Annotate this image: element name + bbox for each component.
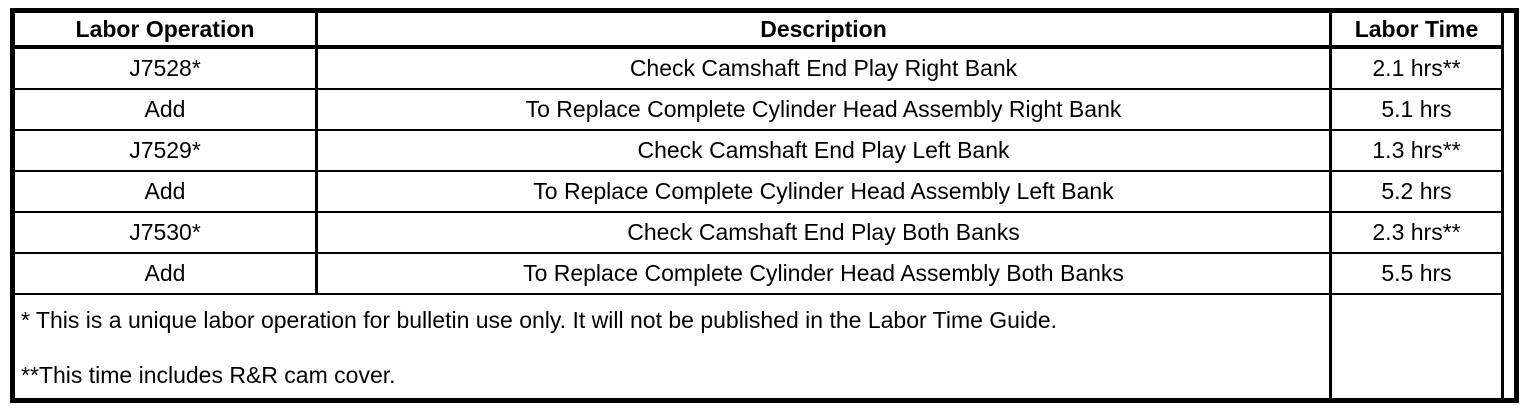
- cell-description: To Replace Complete Cylinder Head Assemb…: [318, 172, 1332, 213]
- cell-labor-time: 5.5 hrs: [1332, 254, 1504, 295]
- footnote-labor-time-empty-cell: [1332, 295, 1504, 398]
- cell-description: To Replace Complete Cylinder Head Assemb…: [318, 254, 1332, 295]
- cell-labor-time: 1.3 hrs**: [1332, 131, 1504, 172]
- cell-labor-time: 2.1 hrs**: [1332, 49, 1504, 90]
- right-gutter: [1504, 131, 1514, 172]
- cell-labor-operation: J7528*: [15, 49, 318, 90]
- col-header-labor-operation: Labor Operation: [15, 13, 318, 49]
- footnote-rr-cam-cover: **This time includes R&R cam cover.: [21, 362, 396, 388]
- cell-labor-time: 2.3 hrs**: [1332, 213, 1504, 254]
- cell-labor-operation: Add: [15, 254, 318, 295]
- right-gutter: [1504, 213, 1514, 254]
- cell-labor-operation: J7530*: [15, 213, 318, 254]
- col-header-labor-time: Labor Time: [1332, 13, 1504, 49]
- right-gutter: [1504, 172, 1514, 213]
- right-gutter: [1504, 254, 1514, 295]
- cell-labor-operation: Add: [15, 172, 318, 213]
- labor-time-table: Labor Operation Description Labor Time J…: [10, 8, 1519, 403]
- right-gutter: [1504, 90, 1514, 131]
- footnotes-cell: * This is a unique labor operation for b…: [15, 295, 1332, 398]
- footnote-unique-operation: * This is a unique labor operation for b…: [21, 307, 1058, 333]
- col-header-description: Description: [318, 13, 1332, 49]
- cell-labor-operation: Add: [15, 90, 318, 131]
- cell-description: Check Camshaft End Play Left Bank: [318, 131, 1332, 172]
- cell-labor-time: 5.2 hrs: [1332, 172, 1504, 213]
- cell-labor-time: 5.1 hrs: [1332, 90, 1504, 131]
- cell-description: Check Camshaft End Play Right Bank: [318, 49, 1332, 90]
- right-gutter: [1504, 13, 1514, 49]
- cell-description: To Replace Complete Cylinder Head Assemb…: [318, 90, 1332, 131]
- cell-labor-operation: J7529*: [15, 131, 318, 172]
- right-gutter: [1504, 49, 1514, 90]
- right-gutter: [1504, 295, 1514, 398]
- table-grid: Labor Operation Description Labor Time J…: [15, 13, 1514, 398]
- cell-description: Check Camshaft End Play Both Banks: [318, 213, 1332, 254]
